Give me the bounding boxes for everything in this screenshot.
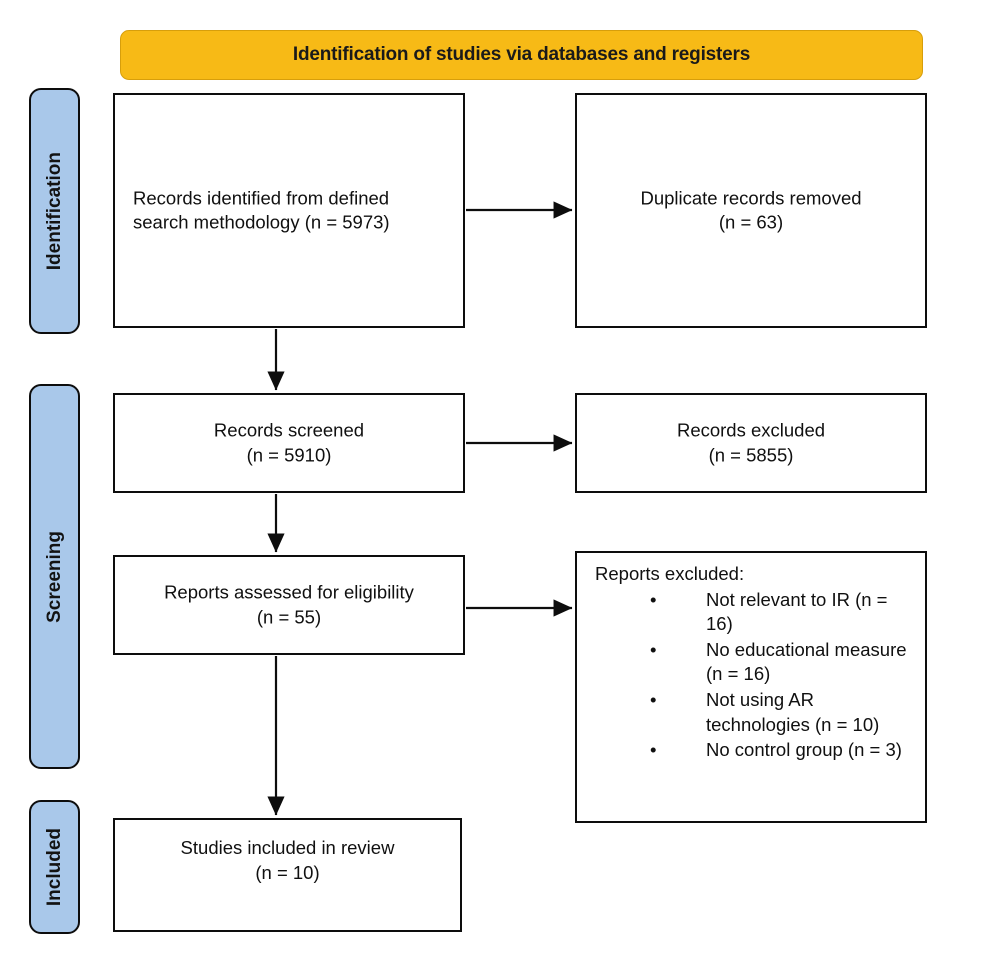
box-records-excluded-line2: (n = 5855) (708, 444, 794, 465)
bullet-icon: • (650, 588, 657, 610)
bullet-icon: • (650, 638, 657, 660)
box-records-excluded-text: Records excluded (n = 5855) (577, 418, 925, 467)
stage-label-included: Included (29, 800, 80, 934)
box-records-identified-line1: Records identified from defined (133, 186, 390, 208)
list-item: • No control group (n = 3) (595, 738, 913, 763)
box-reports-excluded: Reports excluded: • Not relevant to IR (… (575, 551, 927, 823)
box-studies-included-line2: (n = 10) (255, 861, 320, 883)
stage-label-included-text: Included (43, 827, 65, 907)
box-records-identified-line2: search methodology (n = 5973) (133, 211, 390, 233)
box-records-identified: Records identified from defined search m… (113, 93, 465, 328)
box-records-excluded: Records excluded (n = 5855) (575, 393, 927, 493)
box-records-screened-line2: (n = 5910) (246, 444, 332, 465)
reports-excluded-reason-list: • Not relevant to IR (n = 16) • No educa… (595, 588, 913, 763)
list-item-label: No control group (n = 3) (706, 739, 902, 761)
box-duplicate-records-removed-text: Duplicate records removed (n = 63) (577, 186, 925, 235)
box-records-identified-text: Records identified from defined search m… (115, 186, 463, 235)
list-item-label: Not using AR technologies (n = 10) (706, 688, 880, 735)
stage-label-identification: Identification (29, 88, 80, 334)
list-item: • Not relevant to IR (n = 16) (595, 588, 913, 637)
stage-label-screening-text: Screening (43, 530, 65, 623)
box-studies-included-in-review: Studies included in review (n = 10) (113, 818, 462, 932)
diagram-header-banner: Identification of studies via databases … (120, 30, 923, 80)
stage-label-screening: Screening (29, 384, 80, 769)
box-duplicate-records-removed-line1: Duplicate records removed (640, 186, 862, 208)
box-reports-excluded-title: Reports excluded: (595, 563, 745, 584)
list-item-label: No educational measure (n = 16) (706, 638, 907, 685)
list-item: • Not using AR technologies (n = 10) (595, 688, 913, 737)
box-studies-included-text: Studies included in review (n = 10) (115, 836, 460, 885)
box-reports-assessed-for-eligibility-text: Reports assessed for eligibility (n = 55… (115, 580, 463, 629)
box-duplicate-records-removed-line2: (n = 63) (718, 211, 784, 233)
box-reports-assessed-line1: Reports assessed for eligibility (164, 581, 414, 603)
box-reports-excluded-content: Reports excluded: • Not relevant to IR (… (577, 562, 925, 763)
box-studies-included-line1: Studies included in review (180, 837, 395, 858)
list-item-label: Not relevant to IR (n = 16) (706, 588, 888, 635)
bullet-icon: • (650, 688, 657, 710)
box-reports-assessed-for-eligibility: Reports assessed for eligibility (n = 55… (113, 555, 465, 655)
box-records-screened-text: Records screened (n = 5910) (115, 418, 463, 467)
diagram-title: Identification of studies via databases … (292, 44, 751, 65)
box-records-screened-line1: Records screened (213, 419, 365, 441)
bullet-icon: • (650, 739, 657, 761)
box-records-screened: Records screened (n = 5910) (113, 393, 465, 493)
box-duplicate-records-removed: Duplicate records removed (n = 63) (575, 93, 927, 328)
stage-label-identification-text: Identification (43, 151, 65, 271)
list-item: • No educational measure (n = 16) (595, 638, 913, 687)
box-records-excluded-line1: Records excluded (676, 419, 826, 441)
box-reports-assessed-line2: (n = 55) (256, 606, 322, 627)
